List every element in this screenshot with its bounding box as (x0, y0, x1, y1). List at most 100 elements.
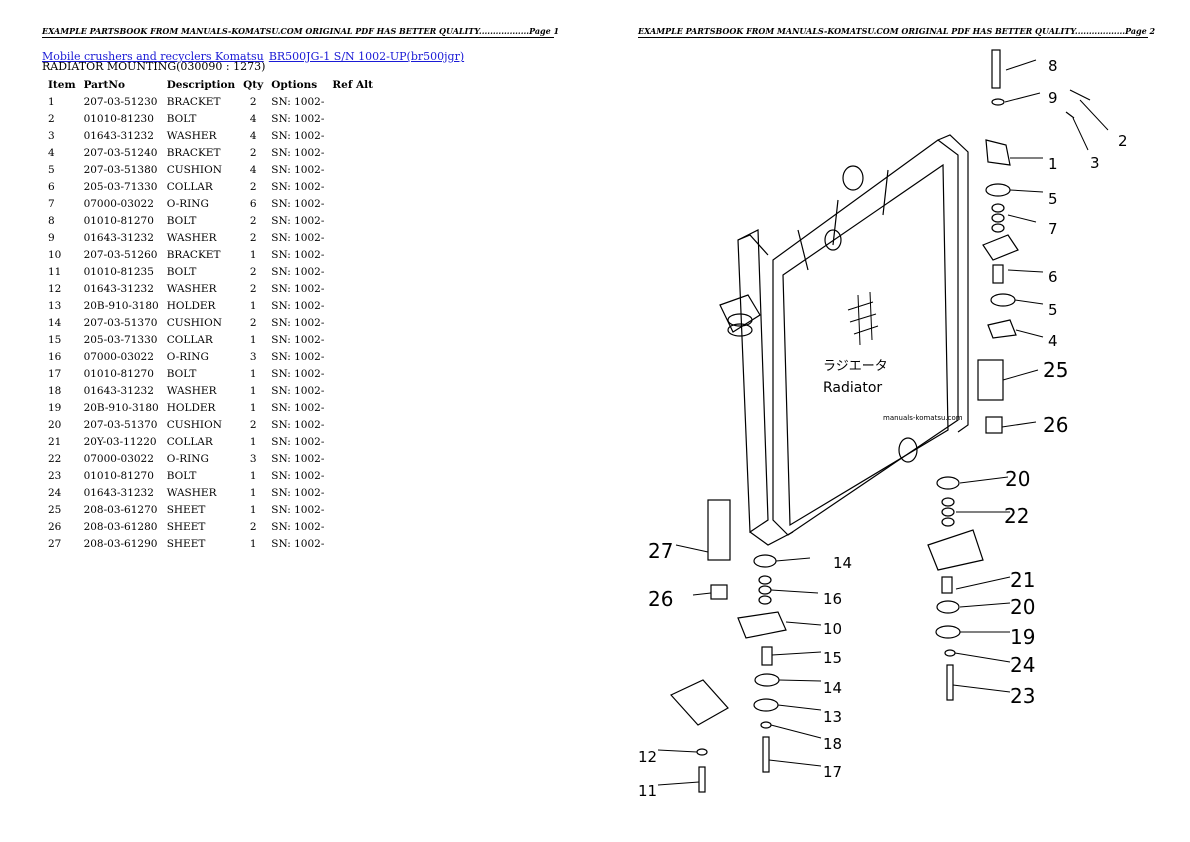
callout-26: 26 (1043, 413, 1068, 437)
cell-item: 24 (48, 486, 62, 499)
cell-partno: 207-03-51230 (83, 95, 158, 108)
cell-partno: 01010-81270 (83, 367, 154, 380)
cell-options: SN: 1002- (271, 503, 325, 516)
parts-table-header: Item PartNo Description Qty Options Ref … (44, 76, 377, 93)
cell-ref-alt (328, 399, 377, 416)
cell-description: BRACKET (166, 248, 221, 261)
cell-options: SN: 1002- (271, 282, 325, 295)
cell-partno: 20B-910-3180 (83, 401, 159, 414)
cell-partno: 01643-31232 (83, 231, 154, 244)
callout-18: 18 (823, 735, 842, 753)
callout-4: 4 (1048, 332, 1058, 350)
cell-description: BOLT (166, 214, 197, 227)
cell-options: SN: 1002- (271, 163, 325, 176)
header-description: Description (166, 78, 236, 91)
cell-partno: 205-03-71330 (83, 333, 158, 346)
cell-ref-alt (328, 280, 377, 297)
cell-partno: 01643-31232 (83, 129, 154, 142)
cell-qty: 2 (249, 95, 257, 108)
cell-ref-alt (328, 144, 377, 161)
cell-item: 14 (48, 316, 62, 329)
callout-17: 17 (823, 763, 842, 781)
cell-qty: 6 (249, 197, 257, 210)
cell-options: SN: 1002- (271, 214, 325, 227)
cell-ref-alt (328, 195, 377, 212)
callout-3: 3 (1090, 154, 1100, 172)
cell-description: WASHER (166, 282, 217, 295)
cell-ref-alt (328, 416, 377, 433)
callout-5: 5 (1048, 301, 1058, 319)
cell-options: SN: 1002- (271, 197, 325, 210)
cell-ref-alt (328, 331, 377, 348)
callout-26: 26 (648, 587, 673, 611)
cell-partno: 07000-03022 (83, 350, 154, 363)
cell-item: 15 (48, 333, 62, 346)
callout-13: 13 (823, 708, 842, 726)
breadcrumb-link-model[interactable]: BR500JG-1 S/N 1002-UP(br500jgr) (268, 50, 465, 63)
cell-options: SN: 1002- (271, 384, 325, 397)
header-ref-alt: Ref Alt (332, 78, 373, 91)
cell-item: 20 (48, 418, 62, 431)
cell-item: 1 (48, 95, 55, 108)
callout-16: 16 (823, 590, 842, 608)
header-options: Options (271, 78, 318, 91)
header-partno: PartNo (83, 78, 125, 91)
cell-description: BOLT (166, 265, 197, 278)
cell-item: 16 (48, 350, 62, 363)
cell-options: SN: 1002- (271, 520, 325, 533)
cell-item: 23 (48, 469, 62, 482)
page-title: RADIATOR MOUNTING(030090 : 1273) (42, 60, 266, 73)
cell-qty: 1 (249, 248, 257, 261)
cell-item: 12 (48, 282, 62, 295)
callout-27: 27 (648, 539, 673, 563)
cell-partno: 01010-81230 (83, 112, 154, 125)
cell-description: SHEET (166, 537, 206, 550)
cell-qty: 3 (249, 452, 257, 465)
radiator-body (719, 134, 969, 546)
cell-item: 18 (48, 384, 62, 397)
cell-options: SN: 1002- (271, 435, 325, 448)
cell-qty: 2 (249, 146, 257, 159)
cell-options: SN: 1002- (271, 146, 325, 159)
cell-item: 13 (48, 299, 62, 312)
cell-ref-alt (328, 212, 377, 229)
callout-11: 11 (638, 782, 657, 800)
cell-description: WASHER (166, 384, 217, 397)
callout-5: 5 (1048, 190, 1058, 208)
cell-description: WASHER (166, 486, 217, 499)
callout-12: 12 (638, 748, 657, 766)
parts-table: Item PartNo Description Qty Options Ref … (44, 76, 377, 552)
cell-options: SN: 1002- (271, 350, 325, 363)
cell-ref-alt (328, 314, 377, 331)
cell-description: HOLDER (166, 299, 216, 312)
watermark: manuals-komatsu.com (883, 414, 963, 422)
cell-item: 22 (48, 452, 62, 465)
callout-24: 24 (1010, 653, 1035, 677)
cell-partno: 07000-03022 (83, 197, 154, 210)
cell-ref-alt (328, 93, 377, 110)
cell-qty: 1 (249, 367, 257, 380)
cell-qty: 1 (249, 537, 257, 550)
cell-options: SN: 1002- (271, 333, 325, 346)
cell-qty: 2 (249, 316, 257, 329)
breadcrumb-link-category[interactable]: Mobile crushers and recyclers Komatsu (42, 50, 264, 63)
cell-qty: 1 (249, 333, 257, 346)
cell-description: CUSHION (166, 316, 222, 329)
cell-partno: 208-03-61280 (83, 520, 158, 533)
cell-partno: 208-03-61290 (83, 537, 158, 550)
cell-item: 21 (48, 435, 62, 448)
cell-ref-alt (328, 246, 377, 263)
cell-options: SN: 1002- (271, 401, 325, 414)
cell-qty: 2 (249, 214, 257, 227)
callout-8: 8 (1048, 57, 1058, 75)
cell-partno: 01643-31232 (83, 384, 154, 397)
